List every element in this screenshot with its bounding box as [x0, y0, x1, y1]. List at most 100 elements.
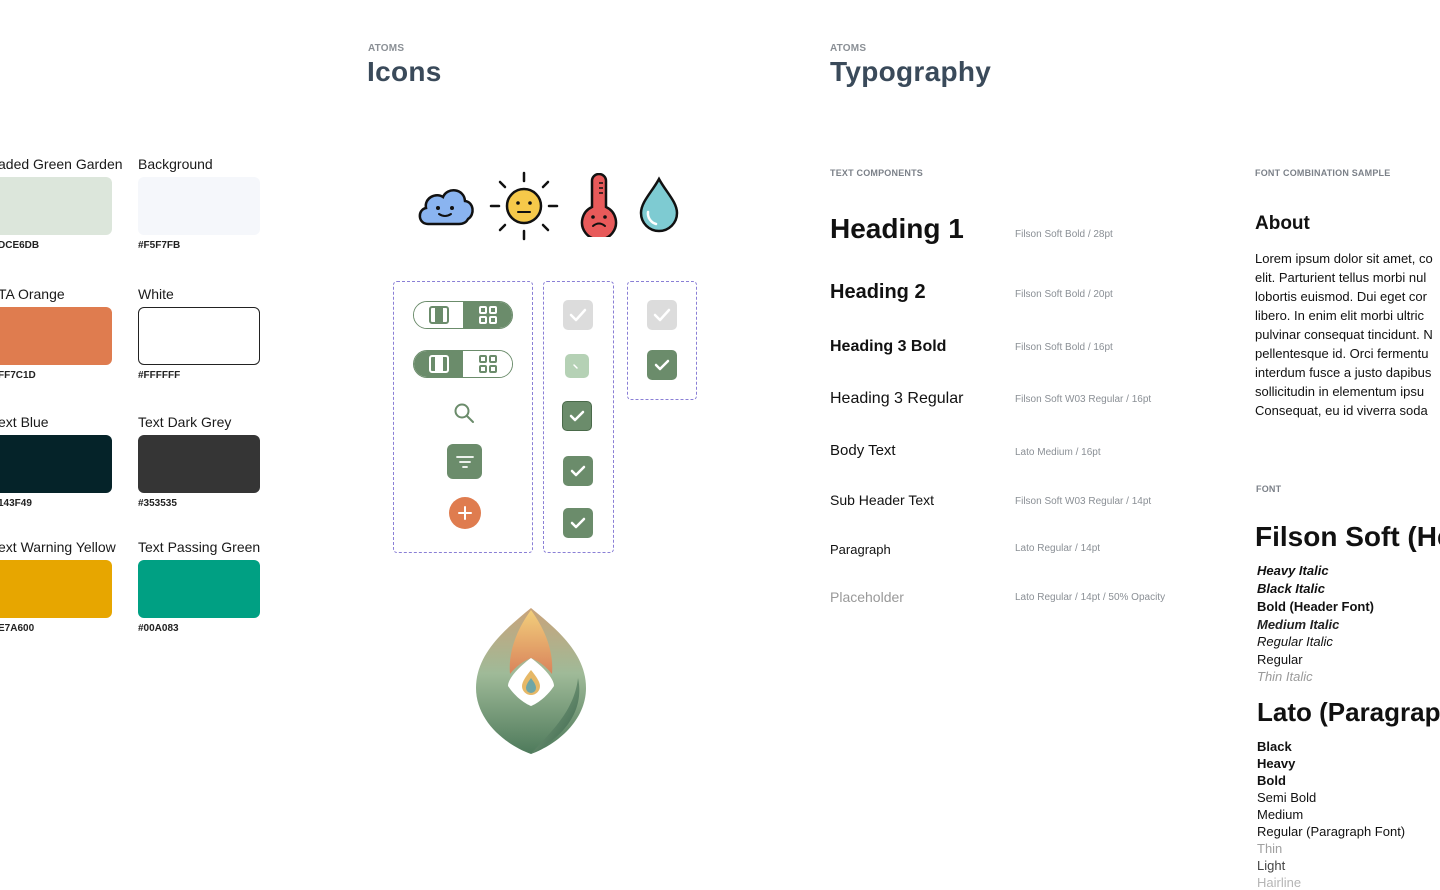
- paragraph-line: interdum fusce a justo dapibus: [1255, 365, 1432, 380]
- font-eyebrow: FONT: [1256, 484, 1282, 494]
- placeholder-spec: Lato Regular / 14pt / 50% Opacity: [1015, 592, 1166, 603]
- swatch-label: White: [138, 286, 174, 302]
- lato-weight: Bold: [1257, 773, 1286, 788]
- checkmark-icon: [654, 359, 670, 371]
- filson-font-title: Filson Soft (He: [1255, 521, 1440, 552]
- filter-icon: [455, 455, 474, 468]
- placeholder-sample: Placeholder: [830, 589, 904, 605]
- checkbox-checked[interactable]: [647, 350, 677, 380]
- swatch-hex: #353535: [138, 498, 177, 509]
- swatch-hex: #00A083: [138, 623, 179, 634]
- lato-weight: Hairline: [1257, 875, 1302, 890]
- lato-weight: Semi Bold: [1257, 790, 1317, 805]
- typography-title: Typography: [830, 56, 992, 87]
- checkbox-hover[interactable]: [565, 354, 589, 378]
- paragraph-line: libero. In enim elit morbi ultric: [1255, 308, 1425, 323]
- paragraph-line: sollicitudin in elementum ipsu: [1255, 384, 1425, 399]
- add-button[interactable]: [449, 497, 481, 529]
- swatch-hex: FF7C1D: [0, 370, 36, 381]
- checkbox-checked[interactable]: [563, 456, 593, 486]
- checkmark-icon: [570, 517, 586, 529]
- body-text-spec: Lato Medium / 16pt: [1015, 447, 1101, 458]
- checkmark-icon: [569, 410, 585, 422]
- swatch-label: Text Passing Green: [138, 539, 261, 555]
- heading-2-sample: Heading 2: [830, 281, 926, 303]
- swatch-label: aded Green Garden: [0, 156, 123, 172]
- checkbox-disabled[interactable]: [563, 300, 593, 330]
- checkmark-icon: [573, 364, 578, 369]
- lato-weight: Heavy: [1257, 756, 1296, 771]
- grid-view-icon[interactable]: [463, 302, 512, 328]
- heading-2-spec: Filson Soft Bold / 20pt: [1015, 289, 1113, 300]
- typography-eyebrow: ATOMS: [830, 43, 867, 54]
- color-swatch-green-garden: [0, 177, 112, 235]
- paragraph-line: elit. Parturient tellus morbi nul: [1255, 270, 1427, 285]
- paragraph-line: Consequat, eu id viverra soda: [1255, 403, 1428, 418]
- sub-header-sample: Sub Header Text: [830, 492, 935, 508]
- swatch-label: Background: [138, 156, 213, 172]
- color-swatch-orange: [0, 307, 112, 365]
- swatch-hex: #F5F7FB: [138, 240, 181, 251]
- checkbox-disabled[interactable]: [647, 300, 677, 330]
- plus-icon: [458, 506, 472, 520]
- swatch-label: ext Blue: [0, 414, 49, 430]
- color-swatch-warning-yellow: [0, 560, 112, 618]
- checkbox-checked[interactable]: [562, 401, 592, 431]
- checkmark-icon: [570, 465, 586, 477]
- heading-1-spec: Filson Soft Bold / 28pt: [1015, 229, 1113, 240]
- sub-header-spec: Filson Soft W03 Regular / 14pt: [1015, 496, 1152, 507]
- water-drop-icon: [638, 176, 680, 239]
- text-components-eyebrow: TEXT COMPONENTS: [830, 168, 924, 178]
- lato-font-title: Lato (Paragraph: [1257, 697, 1440, 727]
- about-paragraph: Lorem ipsum dolor sit amet, co elit. Par…: [1255, 249, 1433, 420]
- heading-1-sample: Heading 1: [830, 213, 964, 244]
- swatch-label: Text Dark Grey: [138, 414, 232, 430]
- paragraph-line: pulvinar consequat tincidunt. N: [1255, 327, 1433, 342]
- font-combination-eyebrow: FONT COMBINATION SAMPLE: [1255, 168, 1391, 178]
- icons-eyebrow: ATOMS: [368, 43, 405, 54]
- thermometer-icon: [576, 172, 622, 242]
- filson-weight: Black Italic: [1257, 581, 1325, 596]
- filson-weight: Regular: [1257, 652, 1303, 667]
- color-swatch-passing-green: [138, 560, 260, 618]
- body-text-sample: Body Text: [830, 442, 896, 459]
- checkbox-checked[interactable]: [563, 508, 593, 538]
- swatch-hex: E7A600: [0, 623, 35, 634]
- heading-3-regular-sample: Heading 3 Regular: [830, 390, 964, 407]
- checkmark-icon: [569, 308, 587, 322]
- heading-3-regular-spec: Filson Soft W03 Regular / 16pt: [1015, 394, 1152, 405]
- grid-view-icon[interactable]: [463, 351, 512, 377]
- lato-weight: Medium: [1257, 807, 1304, 822]
- checkbox-states-group: [543, 281, 614, 553]
- swatch-hex: 143F49: [0, 498, 32, 509]
- list-view-icon[interactable]: [414, 351, 463, 377]
- filson-weight: Thin Italic: [1257, 669, 1313, 684]
- view-toggle-grid-selected[interactable]: [413, 301, 513, 329]
- search-icon[interactable]: [453, 402, 475, 429]
- paragraph-line: lobortis euismod. Dui eget cor: [1255, 289, 1427, 304]
- paragraph-sample: Paragraph: [830, 542, 891, 557]
- swatch-hex: #FFFFFF: [138, 370, 181, 381]
- filter-button[interactable]: [447, 444, 482, 479]
- checkmark-icon: [653, 308, 671, 322]
- list-view-icon[interactable]: [414, 302, 463, 328]
- filson-weight: Heavy Italic: [1257, 563, 1329, 578]
- icons-title: Icons: [367, 56, 442, 87]
- lato-weight: Thin: [1257, 841, 1283, 856]
- control-icons-group: [393, 281, 533, 553]
- filson-weight: Regular Italic: [1257, 634, 1333, 649]
- swatch-label: TA Orange: [0, 286, 65, 302]
- swatch-label: ext Warning Yellow: [0, 539, 116, 555]
- color-swatch-dark-grey: [138, 435, 260, 493]
- heading-3-bold-spec: Filson Soft Bold / 16pt: [1015, 342, 1113, 353]
- view-toggle-list-selected[interactable]: [413, 350, 513, 378]
- lato-weight: Light: [1257, 858, 1286, 873]
- swatch-hex: DCE6DB: [0, 240, 40, 251]
- about-heading: About: [1255, 213, 1310, 234]
- color-swatch-background: [138, 177, 260, 235]
- cloud-icon: [414, 182, 476, 233]
- heading-3-bold-sample: Heading 3 Bold: [830, 338, 947, 355]
- sun-icon: [489, 171, 559, 246]
- paragraph-line: pellentesque id. Orci ferment​u: [1255, 346, 1429, 361]
- lato-weight: Regular (Paragraph Font): [1257, 824, 1406, 839]
